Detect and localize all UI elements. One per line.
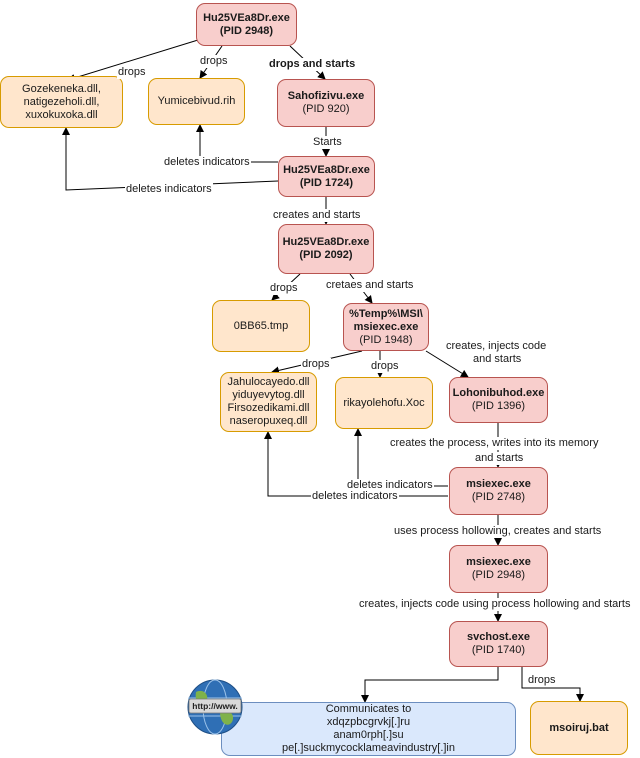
globe-icon: http://www. [187, 679, 243, 735]
process-msiexec-1948[interactable]: %Temp%\MSI\ msiexec.exe (PID 1948) [343, 303, 429, 351]
edge-label-drops-bat: drops [527, 674, 557, 687]
edge-label-deletes-dlls2: deletes indicators [311, 490, 399, 503]
file-0bb65-tmp[interactable]: 0BB65.tmp [212, 300, 310, 352]
edge-label-writes-memory-1: creates the process, writes into its mem… [389, 437, 600, 450]
comm-domain: xdqzpbcgrvkj[.]ru [326, 716, 411, 728]
edge-drops-dlls1 [67, 39, 199, 82]
process-hu25vea8dr-2092[interactable]: Hu25VEa8Dr.exe (PID 2092) [278, 224, 374, 274]
file-msoiruj-bat[interactable]: msoiruj.bat [530, 701, 628, 755]
edge-label-injects-1: creates, injects code [445, 340, 548, 353]
edge-label-creates-starts: creates and starts [272, 209, 362, 222]
edge-label-drops-xoc: drops [370, 360, 400, 373]
file-name: 0BB65.tmp [233, 319, 289, 332]
process-name: Hu25VEa8Dr.exe [282, 236, 370, 248]
edge-injects-lohonibuhod [425, 350, 469, 378]
process-svchost-1740[interactable]: svchost.exe (PID 1740) [449, 621, 548, 667]
process-name: Hu25VEa8Dr.exe [203, 11, 290, 24]
process-pid: (PID 1948) [359, 333, 413, 346]
process-name: Lohonibuhod.exe [452, 387, 545, 399]
comm-domain: pe[.]suckmycocklameavindustry[.]in [281, 742, 455, 754]
globe-text: http://www. [192, 701, 237, 711]
file-name: rikayolehofu.Xoc [343, 396, 425, 409]
comm-domain: anam0rph[.]su [333, 729, 404, 741]
process-name: msiexec.exe [466, 556, 531, 568]
process-pid: (PID 2948) [219, 24, 274, 37]
file-dll-group-2[interactable]: Jahulocayedo.dll yiduyevytog.dll Firsoze… [220, 372, 317, 432]
file-name: msoiruj.bat [549, 721, 609, 734]
process-pid: (PID 1396) [471, 400, 526, 412]
edge-label-deletes-dlls1: deletes indicators [125, 183, 213, 196]
file-yumicebivud-rih[interactable]: Yumicebivud.rih [148, 78, 245, 125]
edge-label-drops-dlls1: drops [117, 66, 147, 79]
file-line: Gozekeneka.dll, [22, 82, 101, 95]
process-pid: (PID 2092) [299, 249, 353, 261]
process-name: Sahofizivu.exe [287, 90, 365, 102]
edge-label-deletes-rih: deletes indicators [163, 156, 251, 169]
file-line: natigezeholi.dll, [23, 95, 100, 108]
process-name: msiexec.exe [353, 320, 419, 333]
process-pid: (PID 1724) [299, 176, 354, 189]
edge-label-deletes-xoc: deletes indicators [346, 479, 434, 492]
process-name: msiexec.exe [466, 478, 531, 490]
file-dll-group-1[interactable]: Gozekeneka.dll, natigezeholi.dll, xuxoku… [0, 76, 123, 128]
edge-label-drops-dlls2: drops [301, 358, 331, 371]
process-pid: (PID 2948) [471, 569, 526, 581]
file-line: naseropuxeq.dll [229, 415, 308, 427]
file-line: Firsozedikami.dll [227, 402, 310, 414]
edge-drops-bat [521, 667, 584, 702]
process-lohonibuhod-1396[interactable]: Lohonibuhod.exe (PID 1396) [449, 377, 548, 423]
comm-line: Communicates to [325, 703, 412, 715]
file-name: Yumicebivud.rih [157, 95, 236, 107]
edge-label-writes-memory-2: and starts [474, 452, 525, 465]
edge-label-injects-hollowing: creates, injects code using process holl… [358, 598, 632, 611]
process-hu25vea8dr-2948[interactable]: Hu25VEa8Dr.exe (PID 2948) [196, 3, 297, 46]
edge-communicates [361, 667, 499, 703]
process-sahofizivu-920[interactable]: Sahofizivu.exe (PID 920) [277, 79, 375, 127]
process-msiexec-2948[interactable]: msiexec.exe (PID 2948) [449, 545, 548, 593]
process-msiexec-2748[interactable]: msiexec.exe (PID 2748) [449, 467, 548, 515]
process-pid: (PID 1740) [471, 644, 526, 656]
process-pid: (PID 920) [302, 103, 350, 115]
edge-label-drops-rih: drops [199, 55, 229, 68]
process-name: svchost.exe [467, 631, 530, 643]
process-name: Hu25VEa8Dr.exe [283, 163, 370, 176]
process-path: %Temp%\MSI\ [349, 307, 423, 320]
file-rikayolehofu-xoc[interactable]: rikayolehofu.Xoc [335, 377, 433, 429]
process-pid: (PID 2748) [471, 491, 526, 503]
network-communication-box[interactable]: Communicates to xdqzpbcgrvkj[.]ru anam0r… [221, 702, 516, 756]
process-hu25vea8dr-1724[interactable]: Hu25VEa8Dr.exe (PID 1724) [278, 156, 375, 197]
edge-label-cretaes-starts: cretaes and starts [325, 279, 415, 292]
file-line: xuxokuxoka.dll [25, 108, 98, 121]
edge-label-injects-2: and starts [472, 353, 523, 366]
edge-label-drops-and-starts: drops and starts [268, 58, 357, 71]
edge-label-hollowing: uses process hollowing, creates and star… [393, 525, 603, 538]
file-line: Jahulocayedo.dll [227, 376, 310, 388]
edge-label-drops-tmp: drops [269, 282, 299, 295]
edge-label-starts: Starts [312, 136, 343, 149]
file-line: yiduyevytog.dll [232, 389, 305, 401]
